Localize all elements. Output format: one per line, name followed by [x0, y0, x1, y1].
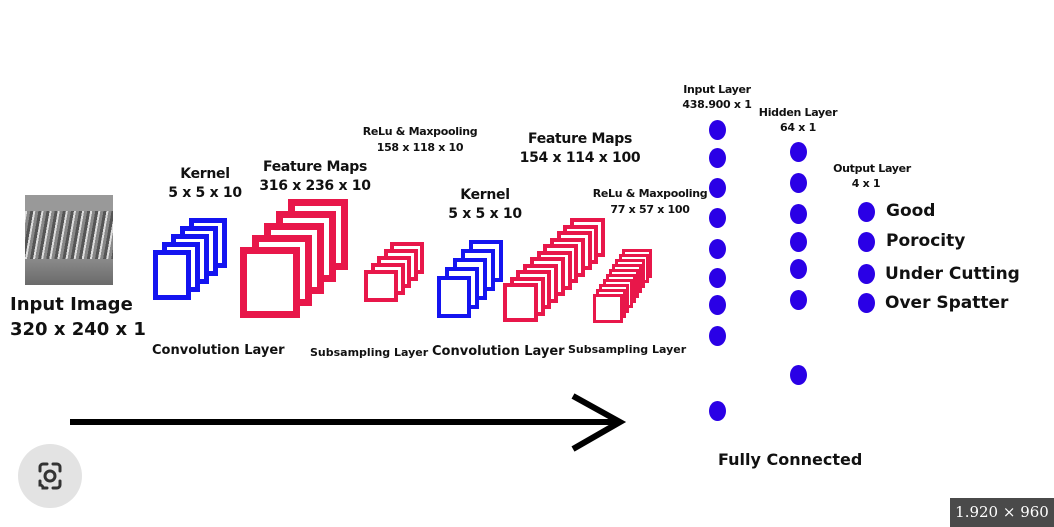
output-neuron [858, 232, 875, 252]
feature2-title: Feature Maps [527, 131, 633, 147]
input-neuron [709, 401, 726, 421]
input-image-size: 320 x 240 x 1 [10, 319, 146, 340]
input-neuron [709, 178, 726, 198]
pool2-map [593, 294, 623, 323]
input-layer-size: 438.900 x 1 [682, 98, 752, 111]
input-layer-title: Input Layer [683, 83, 751, 96]
hidden-neuron [790, 204, 807, 224]
output-layer-title: Output Layer [833, 162, 911, 175]
google-lens-icon [38, 462, 62, 490]
output-label-over-spatter: Over Spatter [885, 293, 1009, 313]
feature2-size: 154 x 114 x 100 [519, 150, 641, 166]
hidden-neuron [790, 232, 807, 252]
feature1-map [240, 247, 300, 318]
input-image-title: Input Image [10, 294, 133, 315]
input-weld-image [25, 195, 113, 285]
kernel2-title: Kernel [460, 187, 510, 203]
pool2-title: ReLu & Maxpooling [592, 187, 708, 200]
output-neuron [858, 264, 875, 284]
pool1-map [364, 270, 398, 302]
kernel1-size: 5 x 5 x 10 [168, 185, 242, 201]
output-label-under-cutting: Under Cutting [885, 264, 1020, 284]
kernel2-map [437, 276, 471, 318]
hidden-neuron [790, 142, 807, 162]
hidden-layer-title: Hidden Layer [758, 106, 838, 119]
output-neuron [858, 293, 875, 313]
feature1-size: 316 x 236 x 10 [259, 178, 371, 194]
output-label-good: Good [886, 201, 936, 221]
feature1-title: Feature Maps [262, 159, 368, 175]
stage-label-convolution-2: Convolution Layer [432, 344, 565, 359]
stage-label-subsampling-2: Subsampling Layer [568, 343, 687, 356]
pool2-size: 77 x 57 x 100 [610, 203, 690, 216]
kernel1-title: Kernel [180, 166, 230, 182]
input-neuron [709, 239, 726, 259]
hidden-neuron [790, 259, 807, 279]
hidden-layer-size: 64 x 1 [780, 121, 816, 134]
feature2-map [503, 283, 538, 322]
hidden-neuron [790, 290, 807, 310]
fully-connected-label: Fully Connected [718, 450, 863, 469]
hidden-neuron [790, 173, 807, 193]
pool1-size: 158 x 118 x 10 [376, 141, 464, 154]
stage-label-convolution-1: Convolution Layer [152, 343, 285, 358]
output-label-porocity: Porocity [886, 231, 966, 251]
input-neuron [709, 326, 726, 346]
output-layer-size: 4 x 1 [851, 177, 881, 190]
input-neuron [709, 148, 726, 168]
pool1-title: ReLu & Maxpooling [362, 125, 478, 138]
hidden-neuron [790, 365, 807, 385]
input-neuron [709, 208, 726, 228]
google-lens-button[interactable] [18, 444, 82, 508]
output-neuron [858, 202, 875, 222]
kernel1-map [153, 250, 191, 300]
input-neuron [709, 295, 726, 315]
image-dimensions-badge: 1.920 × 960 [950, 498, 1054, 527]
stage-label-subsampling-1: Subsampling Layer [310, 346, 429, 359]
input-neuron [709, 268, 726, 288]
kernel2-size: 5 x 5 x 10 [448, 206, 522, 222]
input-neuron [709, 120, 726, 140]
